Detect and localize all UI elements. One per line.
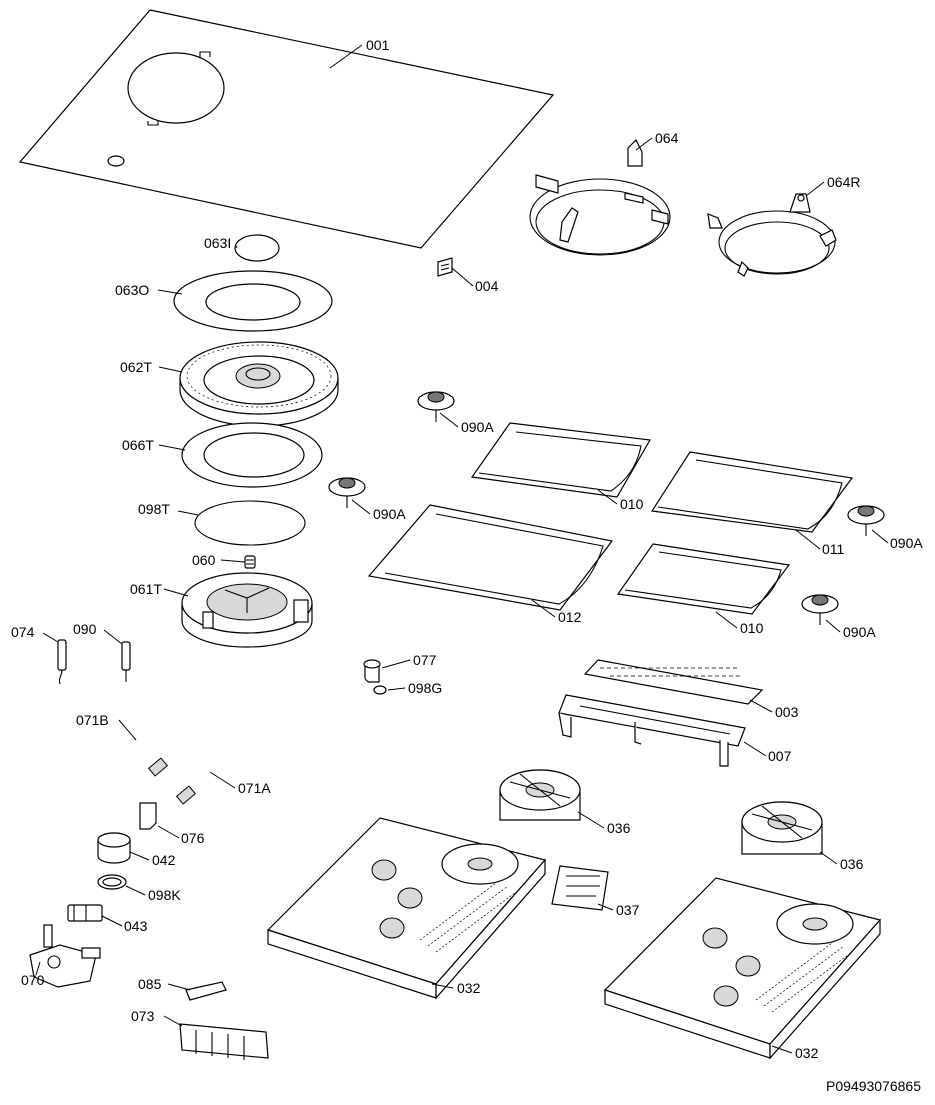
induction-coil-medium [367, 504, 614, 611]
wok-ring [707, 193, 837, 277]
label-090: 090 [73, 621, 97, 637]
label-098g: 098G [408, 680, 443, 696]
injector [244, 555, 256, 569]
thermocouple-sensor-2 [328, 477, 366, 508]
label-063i: 063I [204, 235, 232, 251]
induction-coil-1 [470, 422, 651, 498]
control-frame [558, 694, 746, 767]
label-070: 070 [21, 972, 45, 988]
label-012: 012 [558, 609, 582, 625]
label-098k: 098K [148, 887, 181, 903]
document-reference-number: P09493076865 [826, 1078, 921, 1094]
label-098t: 098T [138, 501, 170, 517]
washer-098g [373, 685, 387, 695]
label-010-2: 010 [740, 620, 764, 636]
induction-coil-2 [616, 543, 791, 615]
thermocouple-sensor-4 [801, 594, 839, 625]
leader-lines [35, 44, 889, 1054]
clip-004 [437, 257, 453, 277]
gas-valve [29, 924, 101, 988]
cooling-fan-1 [499, 769, 581, 821]
label-042: 042 [152, 852, 176, 868]
thermocouple-probe [121, 641, 131, 682]
label-064: 064 [655, 130, 679, 146]
clip-085 [185, 981, 227, 1001]
label-036-1: 036 [607, 820, 631, 836]
label-090a-3: 090A [890, 535, 923, 551]
flame-spreader [179, 341, 339, 427]
label-001: 001 [366, 37, 390, 53]
label-071a: 071A [238, 780, 271, 796]
label-090a-4: 090A [843, 624, 876, 640]
label-074: 074 [11, 624, 35, 640]
thermocouple-sensor-3 [847, 505, 885, 536]
label-064r: 064R [827, 174, 861, 190]
gas-pipe-071b [134, 659, 340, 777]
label-090a-2: 090A [373, 506, 406, 522]
label-085: 085 [138, 976, 162, 992]
label-004: 004 [475, 278, 499, 294]
gas-elbow [363, 659, 381, 683]
label-003: 003 [775, 704, 799, 720]
label-007: 007 [768, 748, 792, 764]
cooling-fan-2 [741, 801, 823, 855]
induction-coil-large [650, 451, 854, 533]
drip-plate [181, 422, 323, 488]
label-032-2: 032 [795, 1045, 819, 1061]
power-board-2 [603, 877, 882, 1060]
label-066t: 066T [122, 437, 154, 453]
label-063o: 063O [115, 282, 150, 298]
gasket-ring [194, 500, 306, 546]
label-061t: 061T [130, 581, 162, 597]
filter-module [551, 865, 609, 911]
label-060: 060 [192, 552, 216, 568]
glass-cooktop-plate [18, 9, 555, 249]
burner-cap-outer [173, 270, 333, 332]
terminal-block [179, 1023, 269, 1060]
label-010-1: 010 [620, 496, 644, 512]
control-knob [97, 832, 131, 864]
burner-cap-inner [234, 234, 280, 262]
label-011: 011 [822, 541, 845, 557]
ignition-switch [67, 904, 103, 922]
label-073: 073 [131, 1008, 155, 1024]
power-board-1 [266, 817, 547, 1000]
label-062t: 062T [120, 359, 152, 375]
knob-ring [97, 874, 127, 890]
burner-base [181, 572, 313, 648]
gas-pipe-071a [175, 685, 340, 805]
control-board [583, 659, 764, 705]
bracket-076 [139, 802, 157, 830]
label-077: 077 [413, 652, 437, 668]
label-043: 043 [124, 918, 148, 934]
label-036-2: 036 [840, 856, 864, 872]
thermocouple-sensor-1 [417, 391, 455, 422]
label-090a-1: 090A [461, 419, 494, 435]
label-071b: 071B [76, 712, 109, 728]
pan-support-trivet [529, 138, 671, 256]
label-076: 076 [181, 830, 205, 846]
ignition-electrode [57, 639, 67, 685]
label-037: 037 [616, 902, 640, 918]
label-032-1: 032 [457, 980, 481, 996]
